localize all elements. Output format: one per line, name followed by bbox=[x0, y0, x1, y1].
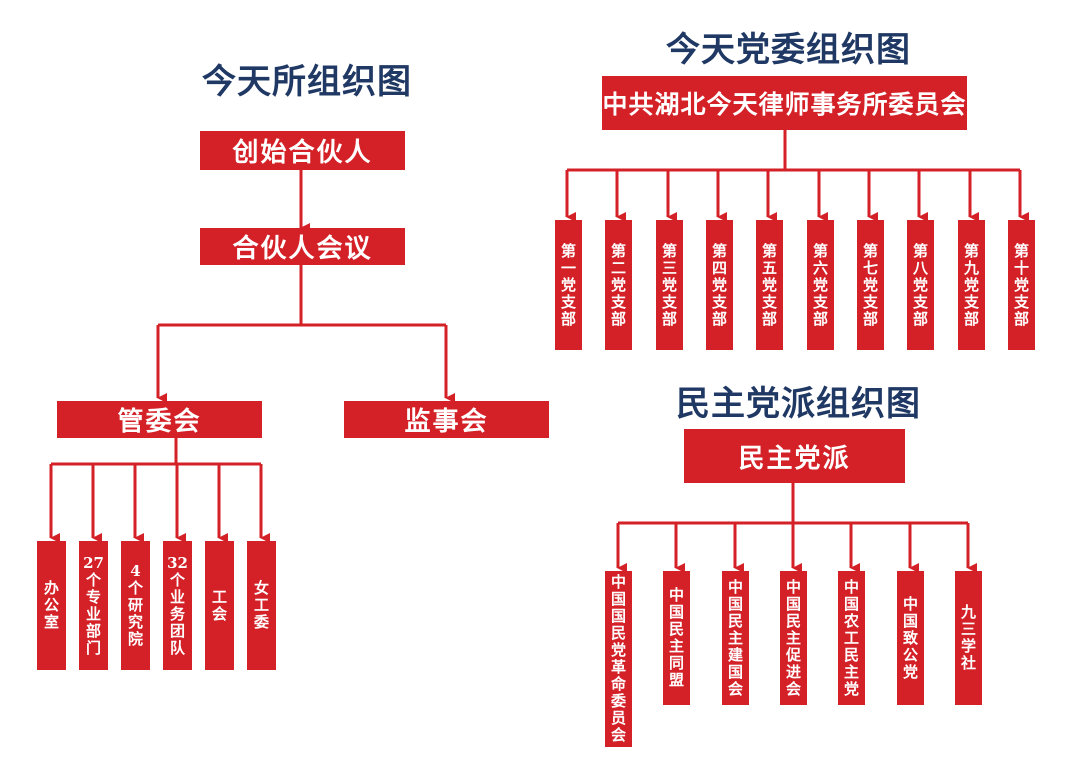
party-branch-label: 第五党支部 bbox=[761, 241, 777, 328]
department-label: 32个业务团队 bbox=[167, 553, 188, 657]
party-branch-label: 第二党支部 bbox=[610, 241, 626, 328]
democratic-party-box: 中国国民党革命委员会 bbox=[605, 571, 632, 747]
democratic-party-box: 九三学社 bbox=[955, 571, 982, 705]
department-label: 女工委 bbox=[253, 579, 269, 631]
democratic-chart-title: 民主党派组织图 bbox=[676, 384, 921, 424]
party-branch-box: 第四党支部 bbox=[706, 220, 733, 350]
party-branch-label: 第六党支部 bbox=[812, 241, 828, 328]
democratic-parties-root-box: 民主党派 bbox=[684, 429, 905, 483]
democratic-party-label: 中国致公党 bbox=[902, 594, 918, 681]
democratic-party-box: 中国民主促进会 bbox=[780, 571, 807, 705]
party-branch-box: 第八党支部 bbox=[907, 220, 934, 350]
democratic-party-label: 中国国民党革命委员会 bbox=[610, 573, 626, 744]
democratic-party-box: 中国致公党 bbox=[897, 571, 924, 705]
democratic-party-box: 中国民主建国会 bbox=[722, 571, 749, 705]
party-branch-box: 第七党支部 bbox=[857, 220, 884, 350]
democratic-party-label: 九三学社 bbox=[960, 603, 976, 672]
department-label: 办公室 bbox=[43, 579, 59, 631]
supervisory-board-box: 监事会 bbox=[344, 401, 549, 438]
management-committee-box: 管委会 bbox=[57, 401, 262, 438]
party-branch-box: 第六党支部 bbox=[807, 220, 834, 350]
partners-meeting-box: 合伙人会议 bbox=[200, 228, 405, 265]
founding-partners-box: 创始合伙人 bbox=[200, 131, 405, 170]
department-box: 4个研究院 bbox=[121, 541, 150, 670]
department-box: 工会 bbox=[205, 541, 234, 670]
democratic-party-box: 中国农工民主党 bbox=[838, 571, 865, 705]
party-branch-label: 第十党支部 bbox=[1013, 241, 1029, 328]
party-branch-label: 第一党支部 bbox=[560, 241, 576, 328]
party-branch-label: 第七党支部 bbox=[862, 241, 878, 328]
party-branch-box: 第九党支部 bbox=[958, 220, 985, 350]
democratic-party-label: 中国民主建国会 bbox=[727, 577, 743, 698]
department-label: 工会 bbox=[211, 587, 227, 623]
democratic-party-label: 中国民主促进会 bbox=[785, 577, 801, 698]
party-branch-box: 第五党支部 bbox=[756, 220, 783, 350]
party-branch-label: 第八党支部 bbox=[912, 241, 928, 328]
department-label: 4个研究院 bbox=[127, 562, 143, 648]
department-box: 27个专业部门 bbox=[79, 541, 108, 670]
party-branch-label: 第三党支部 bbox=[661, 241, 677, 328]
party-chart-title: 今天党委组织图 bbox=[666, 30, 911, 70]
party-branch-box: 第十党支部 bbox=[1008, 220, 1035, 350]
party-branch-box: 第二党支部 bbox=[605, 220, 632, 350]
democratic-party-box: 中国民主同盟 bbox=[663, 571, 690, 705]
department-box: 女工委 bbox=[247, 541, 276, 670]
democratic-party-label: 中国农工民主党 bbox=[843, 577, 859, 698]
democratic-party-label: 中国民主同盟 bbox=[668, 586, 684, 689]
party-branch-label: 第四党支部 bbox=[711, 241, 727, 328]
department-box: 32个业务团队 bbox=[163, 541, 192, 670]
party-branch-label: 第九党支部 bbox=[963, 241, 979, 328]
party-committee-box: 中共湖北今天律师事务所委员会 bbox=[602, 76, 967, 130]
department-box: 办公室 bbox=[37, 541, 66, 670]
firm-chart-title: 今天所组织图 bbox=[202, 62, 412, 102]
department-label: 27个专业部门 bbox=[83, 553, 104, 657]
party-branch-box: 第一党支部 bbox=[555, 220, 582, 350]
party-branch-box: 第三党支部 bbox=[656, 220, 683, 350]
